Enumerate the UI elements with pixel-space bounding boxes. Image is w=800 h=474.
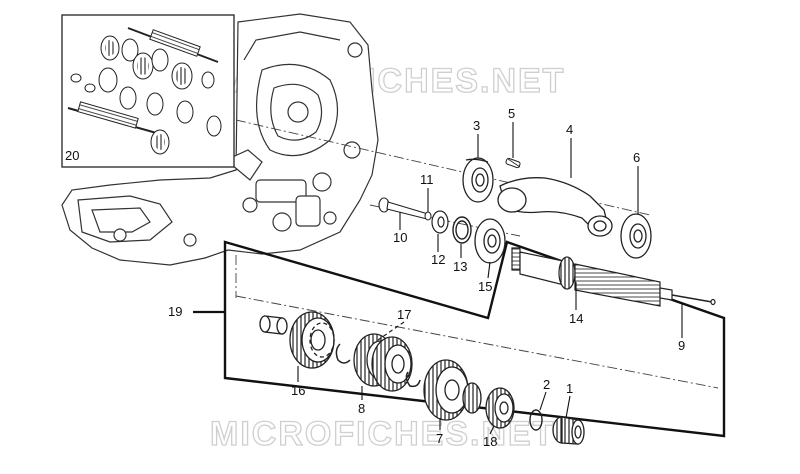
callout-2: 2 <box>543 377 550 392</box>
needle-bearing-1 <box>552 416 585 445</box>
callout-9: 9 <box>678 338 685 353</box>
callout-13: 13 <box>453 259 467 274</box>
callout-17: 17 <box>397 307 411 322</box>
clip-ring-left <box>335 343 351 364</box>
bearing-6 <box>620 213 652 259</box>
washer-12 <box>431 210 449 234</box>
bolt-10 <box>378 197 429 220</box>
callout-18: 18 <box>483 434 497 449</box>
callout-20: 20 <box>65 148 79 163</box>
leader-lines <box>193 122 683 435</box>
crankcase-housing <box>61 13 379 266</box>
callout-5: 5 <box>508 106 515 121</box>
callout-10: 10 <box>393 230 407 245</box>
bearing-15 <box>474 218 506 264</box>
bushing <box>259 315 288 335</box>
callout-7: 7 <box>436 431 443 446</box>
callout-16: 16 <box>291 383 305 398</box>
gear-8 <box>353 333 413 392</box>
callout-4: 4 <box>566 122 573 137</box>
gear-18 <box>485 387 515 429</box>
callout-1: 1 <box>566 381 573 396</box>
gear-16 <box>289 311 335 369</box>
callout-11: 11 <box>420 172 434 187</box>
gear-7 <box>423 359 482 421</box>
lever-4 <box>497 177 613 237</box>
assembly-bracket <box>223 240 726 438</box>
main-shaft-14 <box>511 247 716 307</box>
washer-11 <box>424 211 432 221</box>
callout-15: 15 <box>478 279 492 294</box>
callout-12: 12 <box>431 252 445 267</box>
inset-overview-box <box>61 14 235 168</box>
washer-2 <box>529 409 543 431</box>
callout-19: 19 <box>168 304 182 319</box>
callout-8: 8 <box>358 401 365 416</box>
snap-ring-13 <box>452 216 472 244</box>
pin-5 <box>505 157 521 169</box>
clip-ring-right <box>405 371 421 388</box>
callout-6: 6 <box>633 150 640 165</box>
bearing-3 <box>462 157 494 203</box>
callout-3: 3 <box>473 118 480 133</box>
callout-14: 14 <box>569 311 583 326</box>
